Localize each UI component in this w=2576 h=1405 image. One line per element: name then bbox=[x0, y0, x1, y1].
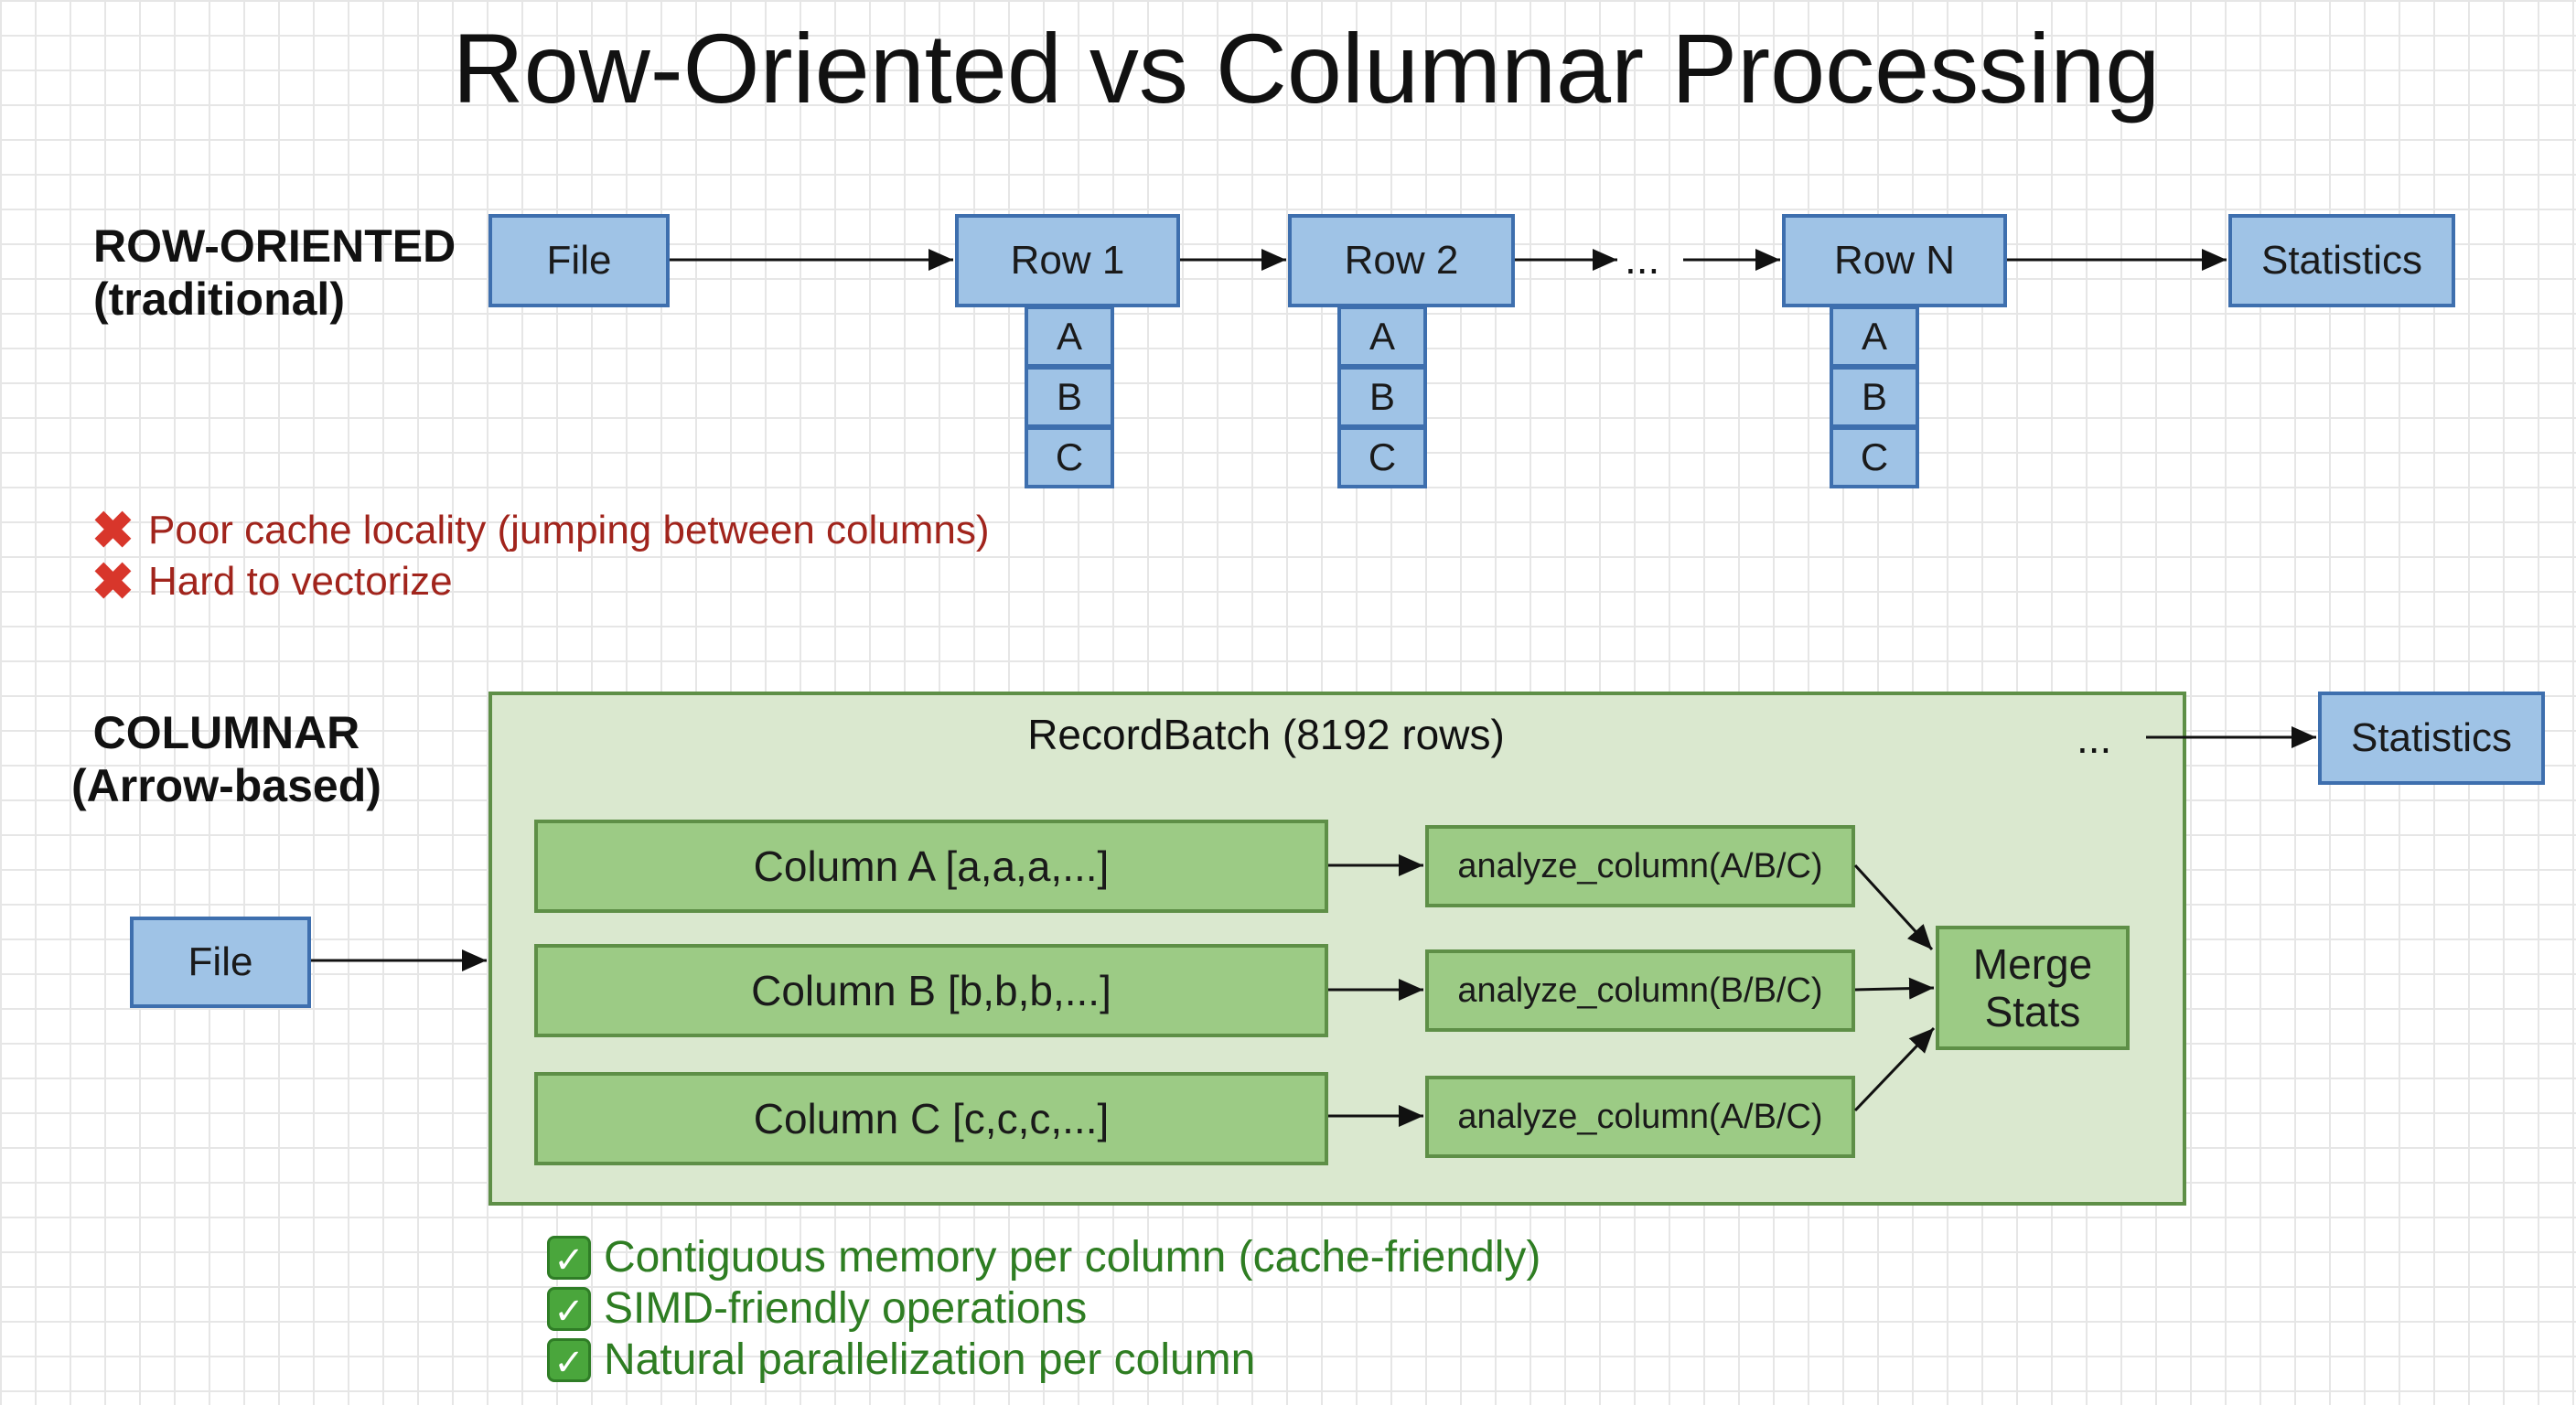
analyze-column-c-box: analyze_column(A/B/C) bbox=[1425, 1076, 1855, 1158]
row-1-cell-a: A bbox=[1025, 306, 1114, 368]
row-label-line1: ROW-ORIENTED bbox=[93, 220, 456, 272]
pro-text: Natural parallelization per column bbox=[604, 1335, 1256, 1384]
arrow-analyze-b-to-merge bbox=[1854, 977, 1935, 1000]
row-file-box: File bbox=[488, 214, 670, 307]
arrow-analyze-a-to-merge bbox=[1853, 863, 1934, 951]
check-box-icon: ✓ bbox=[547, 1287, 591, 1332]
row-n-cell-b: B bbox=[1830, 366, 1919, 428]
con-item: ✖ Poor cache locality (jumping between c… bbox=[91, 505, 990, 556]
check-box-icon: ✓ bbox=[547, 1338, 591, 1383]
columnar-statistics-box: Statistics bbox=[2318, 692, 2545, 785]
row-2-cell-c: C bbox=[1337, 426, 1427, 488]
columnar-section-label: COLUMNAR (Arrow-based) bbox=[71, 706, 381, 812]
diagram-title: Row-Oriented vs Columnar Processing bbox=[452, 13, 2161, 123]
row-n-cell-a: A bbox=[1830, 306, 1919, 368]
check-box-icon: ✓ bbox=[547, 1236, 591, 1281]
columnar-label-line1: COLUMNAR bbox=[92, 707, 360, 758]
pro-item: ✓ SIMD-friendly operations bbox=[547, 1282, 1087, 1335]
column-a-box: Column A [a,a,a,...] bbox=[534, 820, 1328, 913]
pro-text: SIMD-friendly operations bbox=[604, 1284, 1088, 1333]
pro-item: ✓ Natural parallelization per column bbox=[547, 1334, 1255, 1387]
columnar-file-box: File bbox=[130, 917, 311, 1008]
arrow-analyze-c-to-merge bbox=[1853, 1026, 1936, 1112]
cross-mark-icon: ✖ bbox=[91, 501, 134, 559]
con-text: Hard to vectorize bbox=[148, 559, 453, 604]
pro-text: Contiguous memory per column (cache-frie… bbox=[604, 1233, 1541, 1282]
merge-line2: Stats bbox=[1984, 988, 2081, 1035]
analyze-column-b-box: analyze_column(B/B/C) bbox=[1425, 949, 1855, 1032]
row-ellipsis: ... bbox=[1625, 235, 1660, 283]
row-n-cell-c: C bbox=[1830, 426, 1919, 488]
analyze-column-a-box: analyze_column(A/B/C) bbox=[1425, 825, 1855, 907]
merge-stats-box: Merge Stats bbox=[1936, 926, 2130, 1050]
row-1-cell-c: C bbox=[1025, 426, 1114, 488]
row-statistics-box: Statistics bbox=[2228, 214, 2455, 307]
con-text: Poor cache locality (jumping between col… bbox=[148, 508, 990, 552]
con-item: ✖ Hard to vectorize bbox=[91, 556, 453, 607]
pro-item: ✓ Contiguous memory per column (cache-fr… bbox=[547, 1231, 1540, 1284]
row-section-label: ROW-ORIENTED (traditional) bbox=[93, 220, 456, 326]
cross-mark-icon: ✖ bbox=[91, 552, 134, 610]
column-b-box: Column B [b,b,b,...] bbox=[534, 944, 1328, 1037]
merge-line1: Merge bbox=[1972, 940, 2093, 988]
column-c-box: Column C [c,c,c,...] bbox=[534, 1072, 1328, 1165]
columnar-ellipsis: ... bbox=[2077, 714, 2112, 762]
columnar-label-line2: (Arrow-based) bbox=[71, 760, 381, 811]
recordbatch-title: RecordBatch (8192 rows) bbox=[1027, 711, 1505, 758]
row-label-line2: (traditional) bbox=[93, 273, 345, 325]
